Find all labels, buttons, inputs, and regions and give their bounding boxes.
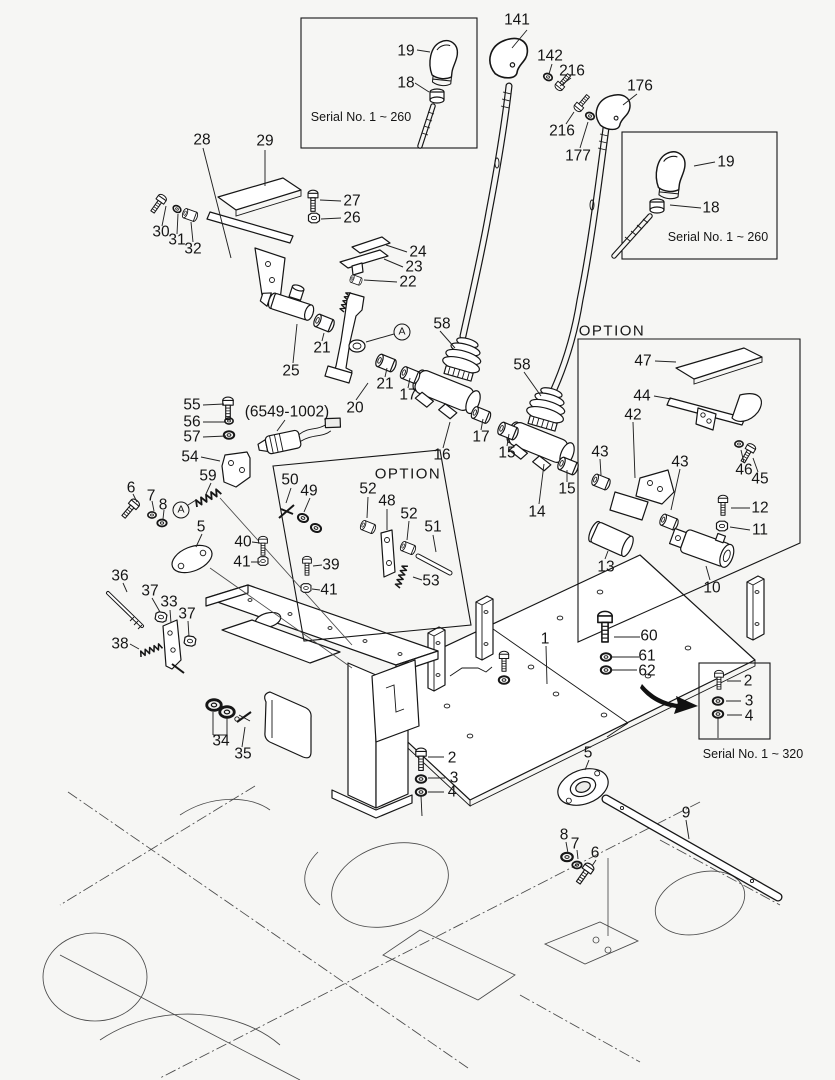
option-pedal-assembly xyxy=(609,347,763,521)
cross-fitting-25 xyxy=(259,284,315,321)
chassis-outline xyxy=(42,785,781,1080)
frame-assembly xyxy=(205,584,439,819)
pedal-assembly-left xyxy=(148,177,302,301)
leader-lines xyxy=(122,29,759,867)
adjuster-hardware xyxy=(307,189,391,313)
lever-20 xyxy=(324,292,366,384)
option-link-assembly xyxy=(278,504,453,593)
left-hardware xyxy=(119,496,353,669)
boot-58-right xyxy=(522,382,572,434)
washers-34-pin-35 xyxy=(205,698,252,723)
boot-58-left xyxy=(438,332,488,384)
rod-9 xyxy=(601,794,783,902)
switch-6549-1002 xyxy=(257,417,342,455)
base-plate-assembly xyxy=(351,554,765,808)
serial-box-3 xyxy=(640,662,771,740)
rod-36-group xyxy=(106,591,197,674)
serial-box-2 xyxy=(611,131,778,260)
control-lever-176 xyxy=(546,91,636,402)
control-lever-141 xyxy=(459,34,535,340)
option-box-middle xyxy=(272,449,472,642)
serial-box-1 xyxy=(300,17,478,149)
bracket-54-group xyxy=(192,396,353,646)
option-box-right xyxy=(577,338,801,643)
damper-assembly xyxy=(588,494,735,568)
bearing-5 xyxy=(557,768,609,806)
bottom-bolt-234 xyxy=(414,747,428,817)
pointer-arrow xyxy=(640,684,698,714)
